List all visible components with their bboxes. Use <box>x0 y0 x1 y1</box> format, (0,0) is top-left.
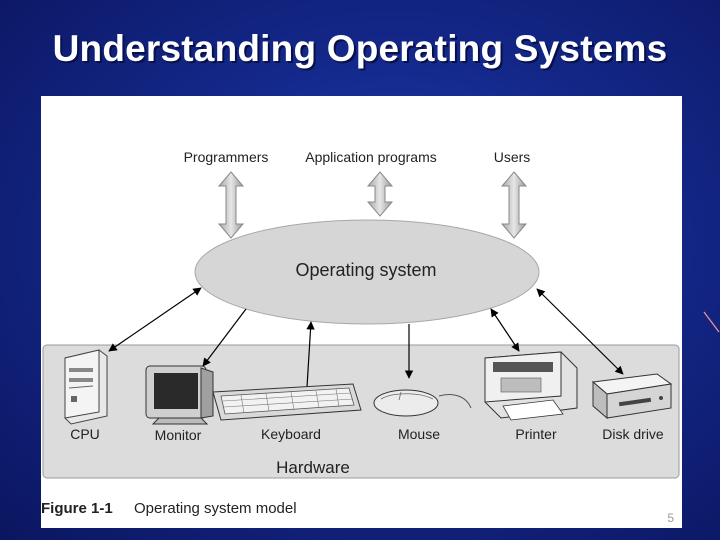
device-label-monitor: Monitor <box>155 427 202 443</box>
os-model-figure: Programmers Application programs Users O… <box>41 96 682 528</box>
device-label-cpu: CPU <box>70 426 100 442</box>
mouse-icon <box>373 389 472 417</box>
figure-caption-text: Operating system model <box>134 500 297 517</box>
disk-drive-icon <box>591 373 673 420</box>
device-label-disk-drive: Disk drive <box>602 426 664 442</box>
hardware-band <box>42 344 680 479</box>
monitor-icon <box>145 365 214 425</box>
arrow-cpu <box>108 287 202 352</box>
double-arrow-programmers <box>217 171 245 239</box>
device-label-keyboard: Keyboard <box>261 426 321 442</box>
cpu-icon <box>64 349 108 425</box>
device-label-mouse: Mouse <box>398 426 440 442</box>
label-application-programs: Application programs <box>305 149 437 165</box>
operating-system-ellipse <box>194 219 540 325</box>
page-number: 5 <box>667 511 674 525</box>
os-model-diagram: Programmers Application programs Users O… <box>41 149 680 525</box>
label-users: Users <box>494 149 531 165</box>
arrow-monitor <box>202 308 247 367</box>
figure-caption-number: Figure 1-1 <box>41 500 113 517</box>
keyboard-icon <box>212 383 362 421</box>
arrow-disk-drive <box>536 288 624 375</box>
slide-title: Understanding Operating Systems <box>52 28 668 69</box>
label-operating-system: Operating system <box>295 260 436 280</box>
decorative-line <box>703 311 720 333</box>
double-arrow-users <box>500 171 528 239</box>
device-label-printer: Printer <box>515 426 557 442</box>
double-arrow-application-programs <box>366 171 394 217</box>
label-hardware: Hardware <box>276 458 350 477</box>
arrow-keyboard <box>306 321 315 388</box>
label-programmers: Programmers <box>184 149 269 165</box>
arrow-printer <box>490 308 520 352</box>
printer-icon <box>484 351 578 421</box>
